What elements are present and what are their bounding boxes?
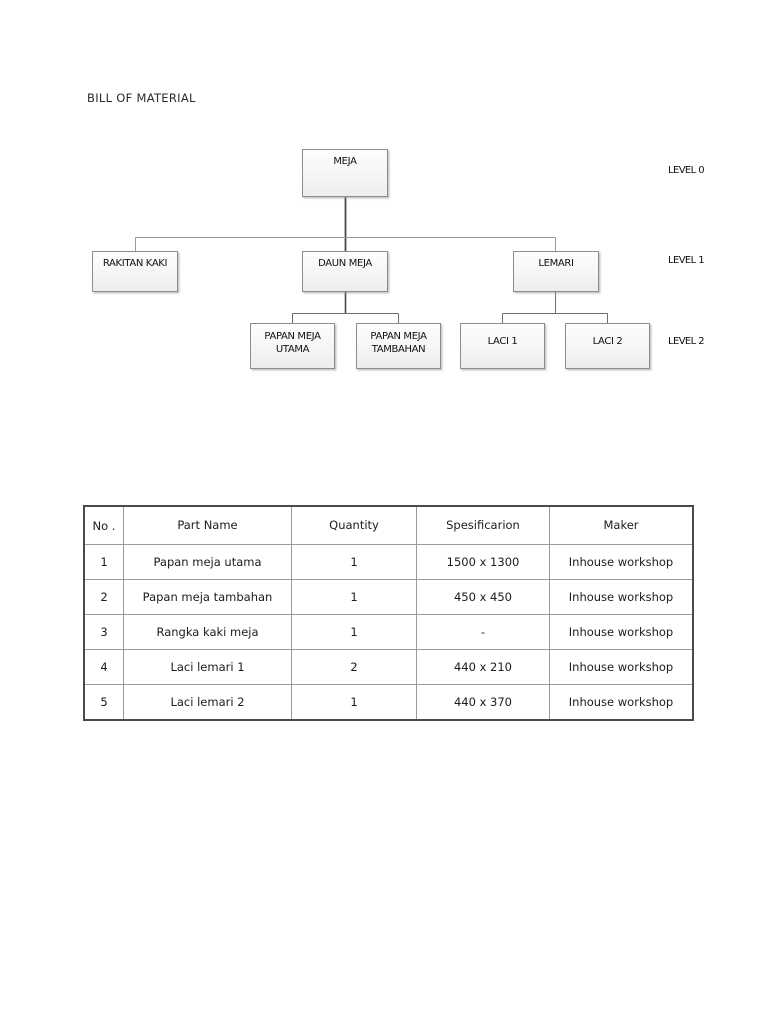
node-laci1[interactable]: LACI 1 [460,323,545,369]
node-rakitan-kaki[interactable]: RAKITAN KAKI [92,251,178,292]
cell-part-name: Laci lemari 2 [123,684,292,721]
bom-table-container: No . Part Name Quantity Spesificarion Ma… [83,505,694,721]
table-row: 2 Papan meja tambahan 1 450 x 450 Inhous… [83,579,694,615]
node-papan-meja-utama-label-line2: UTAMA [275,344,310,355]
level-label-1: LEVEL 1 [668,255,705,266]
cell-quantity: 1 [291,544,417,580]
node-papan-meja-utama-label-line1: PAPAN MEJA [264,331,321,342]
cell-maker: Inhouse workshop [549,544,694,580]
node-lemari[interactable]: LEMARI [513,251,599,292]
node-papan-meja-tambahan[interactable]: PAPAN MEJA TAMBAHAN [356,323,441,369]
cell-part-name: Rangka kaki meja [123,614,292,650]
cell-part-name: Laci lemari 1 [123,649,292,685]
node-daun-meja-label: DAUN MEJA [318,258,372,269]
header-cell-maker: Maker [549,505,694,545]
cell-no: 4 [83,649,124,685]
bom-table: No . Part Name Quantity Spesificarion Ma… [83,505,694,721]
table-row: 4 Laci lemari 1 2 440 x 210 Inhouse work… [83,649,694,685]
diagram-connectors [135,197,608,323]
node-meja-label: MEJA [333,156,357,167]
node-lemari-label: LEMARI [538,258,574,269]
cell-part-name: Papan meja utama [123,544,292,580]
cell-specification: - [416,614,550,650]
node-laci1-label: LACI 1 [487,336,518,347]
cell-maker: Inhouse workshop [549,684,694,721]
node-papan-meja-tambahan-label-line1: PAPAN MEJA [370,331,427,342]
node-meja[interactable]: MEJA [302,149,388,197]
cell-maker: Inhouse workshop [549,579,694,615]
cell-quantity: 1 [291,579,417,615]
level-label-2: LEVEL 2 [668,336,705,347]
table-header-row: No . Part Name Quantity Spesificarion Ma… [83,505,694,545]
level-label-0: LEVEL 0 [668,165,705,176]
cell-quantity: 1 [291,684,417,721]
table-row: 1 Papan meja utama 1 1500 x 1300 Inhouse… [83,544,694,580]
node-laci2-label: LACI 2 [592,336,623,347]
cell-part-name: Papan meja tambahan [123,579,292,615]
node-rakitan-kaki-label: RAKITAN KAKI [102,258,168,269]
cell-specification: 440 x 210 [416,649,550,685]
node-daun-meja[interactable]: DAUN MEJA [302,251,388,292]
node-papan-meja-utama[interactable]: PAPAN MEJA UTAMA [250,323,335,369]
cell-no: 1 [83,544,124,580]
table-row: 3 Rangka kaki meja 1 - Inhouse workshop [83,614,694,650]
header-cell-quantity: Quantity [291,505,417,545]
node-papan-meja-tambahan-label-line2: TAMBAHAN [371,344,426,355]
cell-quantity: 2 [291,649,417,685]
table-row: 5 Laci lemari 2 1 440 x 370 Inhouse work… [83,684,694,721]
bom-tree-diagram: MEJA RAKITAN KAKI DAUN MEJA LEMARI PAPAN… [0,0,768,420]
cell-no: 3 [83,614,124,650]
cell-quantity: 1 [291,614,417,650]
page-title: BILL OF MATERIAL [87,91,196,105]
cell-maker: Inhouse workshop [549,614,694,650]
header-no-text: No . [92,518,116,533]
header-cell-no: No . [83,505,124,545]
cell-specification: 450 x 450 [416,579,550,615]
header-cell-part-name: Part Name [123,505,292,545]
cell-specification: 440 x 370 [416,684,550,721]
header-cell-specification: Spesificarion [416,505,550,545]
cell-specification: 1500 x 1300 [416,544,550,580]
cell-no: 2 [83,579,124,615]
node-laci2[interactable]: LACI 2 [565,323,650,369]
cell-maker: Inhouse workshop [549,649,694,685]
cell-no: 5 [83,684,124,721]
